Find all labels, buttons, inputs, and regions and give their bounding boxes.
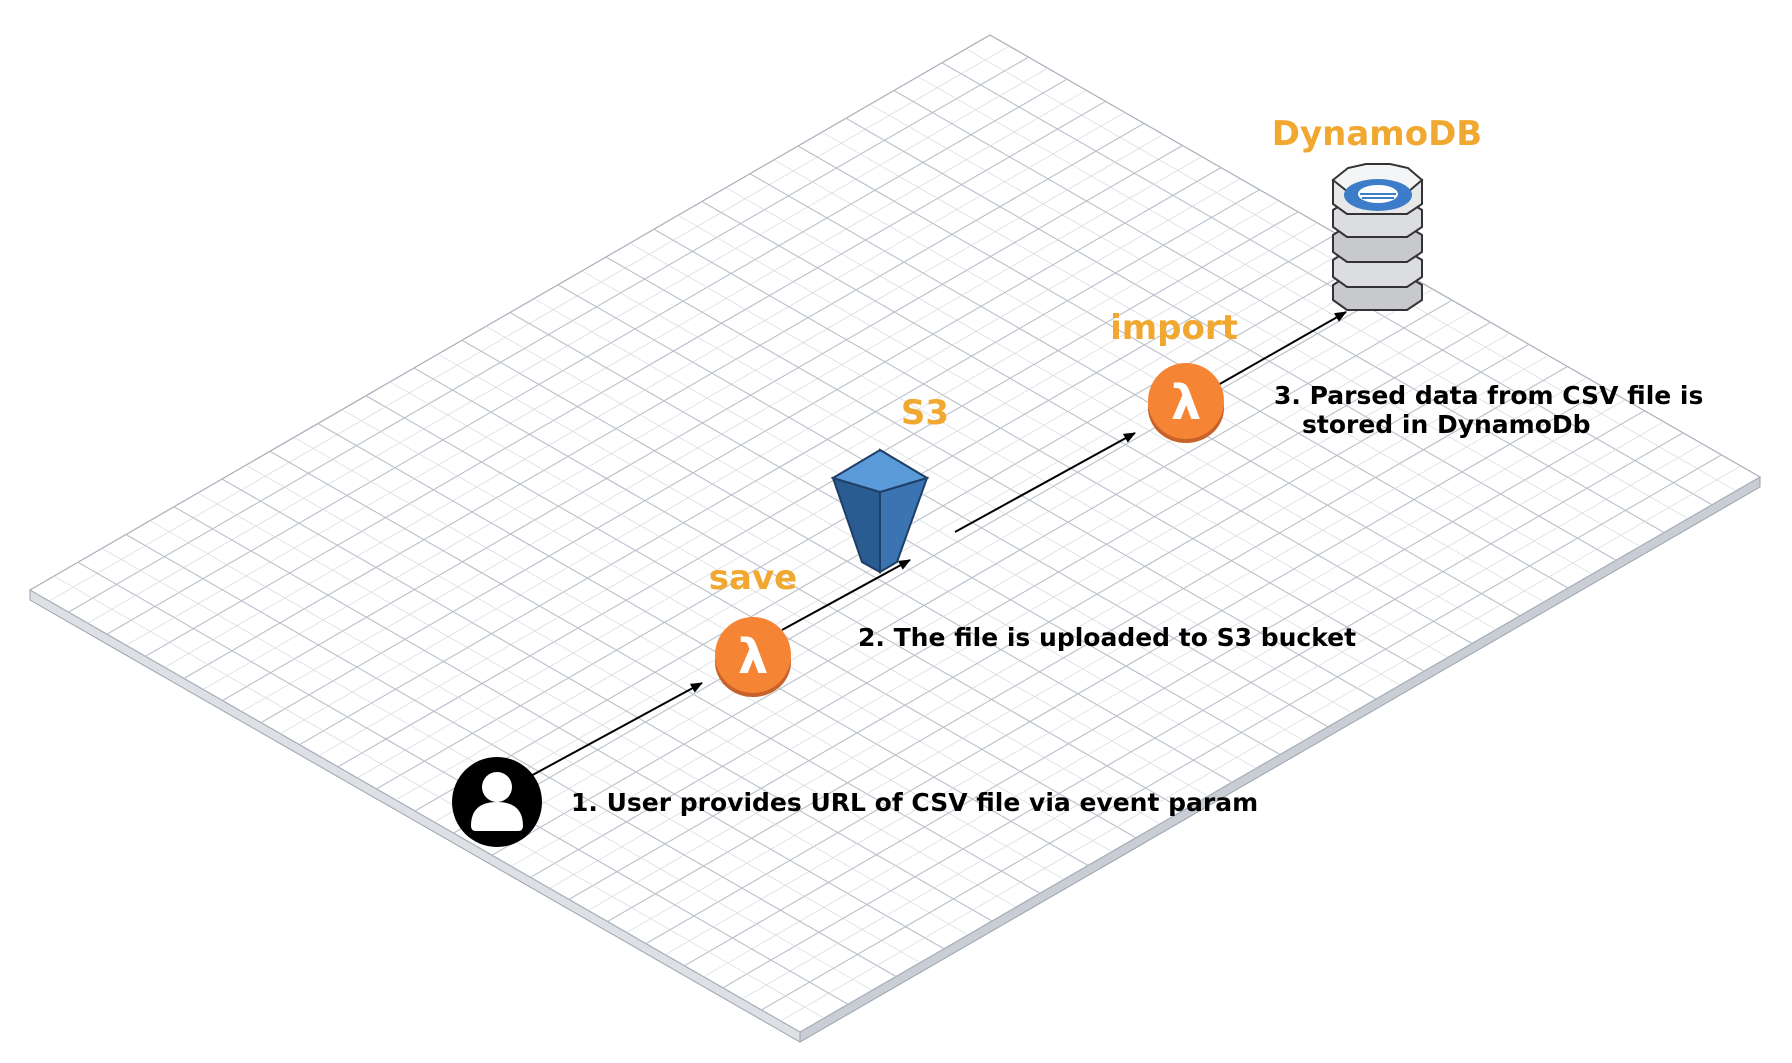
arrow-save-to-s3 [781,559,911,631]
lambda-icon [715,617,791,693]
grid-line [549,333,1510,889]
grid-line [434,266,1395,823]
step-descriptions: 1. User provides URL of CSV file via eve… [571,381,1703,817]
grid-line [197,492,969,936]
step-3-text-line2: stored in DynamoDb [1302,410,1591,439]
dynamodb-node: DynamoDB [1272,114,1482,311]
grid-line [293,437,1065,880]
grid-line [703,421,1664,978]
grid-line [413,367,1185,811]
grid-line [568,343,1530,900]
grid-line [626,377,1587,933]
s3-label: S3 [901,393,949,433]
dynamodb-label: DynamoDB [1272,114,1482,154]
grid-line [607,366,1568,922]
grid-line [461,339,1233,783]
arrow-import-to-dynamodb [1217,311,1347,386]
grid-line [149,520,921,963]
save-node: λ save [709,558,797,697]
step-1-text: 1. User provides URL of CSV file via eve… [571,788,1258,817]
lambda-icon [1148,363,1224,439]
grid-line [365,395,1137,839]
import-lambda-glyph: λ [1171,375,1201,431]
grid-line [780,465,1741,1022]
grid-line [511,310,1472,867]
grid-line [125,534,897,977]
grid-line [221,478,993,922]
grid-line [491,299,1453,856]
user-head [482,772,512,802]
import-node: λ import [1110,308,1238,443]
s3-bucket-top [830,448,930,494]
s3-node: S3 [830,393,949,574]
grid-line [472,288,1433,845]
grid-line [530,321,1491,878]
grid-line [245,464,1017,908]
arrow-s3-to-import [954,432,1136,533]
grid-line [742,443,1703,1000]
grid-line [437,353,1209,797]
grid-line [684,410,1645,967]
flow-arrows [526,311,1347,779]
user-body [471,802,523,831]
grid-line [173,506,945,950]
grid-line [722,432,1684,989]
arrow-user-to-save [526,682,703,779]
grid-line [269,450,1041,894]
grid-line [389,381,1161,825]
user-node [452,757,542,847]
step-3-text-line1: 3. Parsed data from CSV file is [1274,381,1703,410]
grid-line [453,277,1414,834]
grid-line [53,575,825,1019]
dynamodb-icon [1331,163,1424,311]
import-label: import [1110,308,1238,348]
save-label: save [709,558,797,598]
step-2-text: 2. The file is uploaded to S3 bucket [858,623,1356,652]
grid-line [317,423,1089,866]
grid-line [588,355,1549,911]
grid-line [645,388,1607,945]
grid-line [761,454,1722,1011]
grid-line [665,399,1626,955]
save-lambda-glyph: λ [738,629,768,685]
platform-grid [49,45,1741,1022]
